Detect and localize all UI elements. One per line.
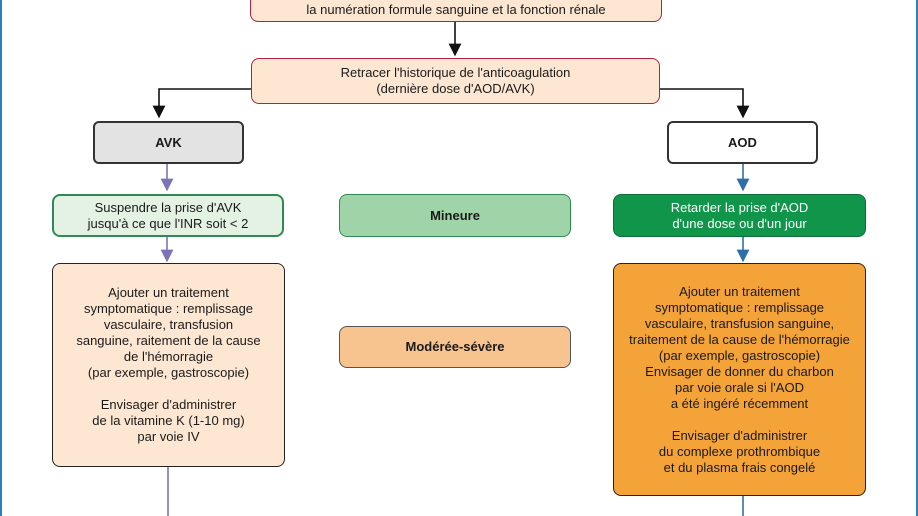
avk-treatment-box: Ajouter un traitement symptomatique : re… xyxy=(52,263,285,467)
aod-treatment-text: Ajouter un traitement symptomatique : re… xyxy=(629,283,850,475)
blood-count-renal-box: la numération formule sanguine et la fon… xyxy=(250,0,662,22)
avk-header-box: AVK xyxy=(93,121,244,164)
arrow-history-to-aod xyxy=(659,88,750,119)
severity-minor-box: Mineure xyxy=(339,194,571,237)
aod-header-label: AOD xyxy=(728,134,757,150)
severity-minor-label: Mineure xyxy=(430,207,480,223)
aod-delay-box: Retarder la prise d'AOD d'une dose ou d'… xyxy=(613,194,866,237)
arrow-history-to-avk xyxy=(152,88,252,119)
aod-treatment-box: Ajouter un traitement symptomatique : re… xyxy=(613,263,866,496)
anticoagulation-history-text: Retracer l'historique de l'anticoagulati… xyxy=(340,65,571,96)
severity-moderate-label: Modérée-sévère xyxy=(405,339,505,354)
blood-count-renal-text: la numération formule sanguine et la fon… xyxy=(306,2,606,17)
avk-header-label: AVK xyxy=(155,134,182,150)
aod-header-box: AOD xyxy=(667,121,818,164)
anticoagulation-history-box: Retracer l'historique de l'anticoagulati… xyxy=(251,58,660,104)
avk-treatment-text: Ajouter un traitement symptomatique : re… xyxy=(76,285,261,444)
severity-moderate-box: Modérée-sévère xyxy=(339,326,571,368)
avk-suspend-box: Suspendre la prise d'AVK jusqu'à ce que … xyxy=(52,194,284,237)
aod-delay-text: Retarder la prise d'AOD d'une dose ou d'… xyxy=(670,199,809,231)
avk-suspend-text: Suspendre la prise d'AVK jusqu'à ce que … xyxy=(87,199,249,231)
